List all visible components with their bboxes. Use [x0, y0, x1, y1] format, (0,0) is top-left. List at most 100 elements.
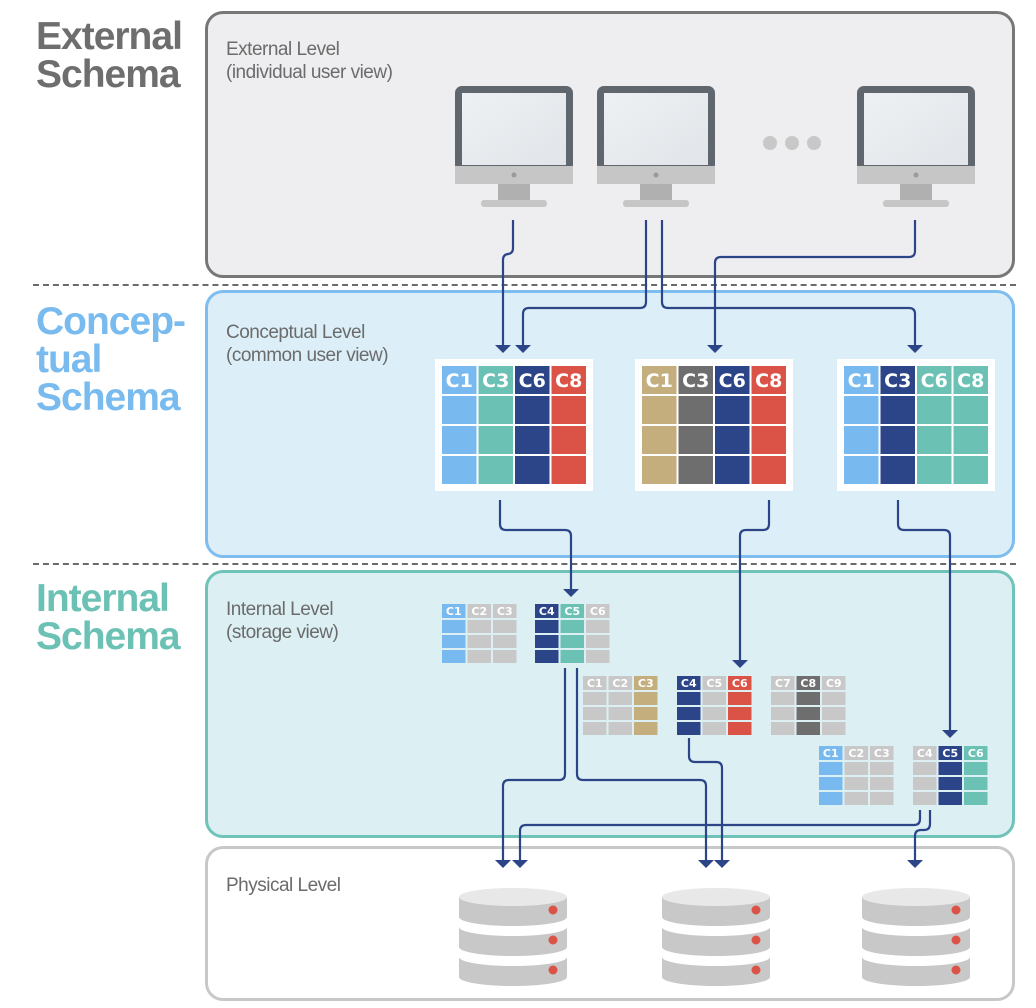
table-cell — [917, 426, 952, 454]
database-led — [951, 905, 961, 915]
column-label: C8 — [555, 370, 582, 392]
monitor-neck — [498, 184, 530, 202]
column-header — [953, 366, 988, 394]
table-cell — [586, 650, 610, 663]
internal-table: C7 C8 C9 — [771, 676, 846, 735]
monitor-base — [623, 200, 689, 207]
table-cell — [913, 792, 937, 805]
table-cell — [938, 762, 962, 775]
arrowhead — [714, 860, 730, 868]
table-cell — [677, 707, 701, 720]
column-label: C4 — [917, 747, 933, 760]
table-cell — [964, 777, 988, 790]
column-label: C3 — [482, 370, 509, 392]
table-cell — [964, 762, 988, 775]
table-cell — [678, 426, 713, 454]
table-cell — [551, 426, 586, 454]
table-cell — [796, 722, 820, 735]
column-header — [844, 746, 868, 760]
connector-line — [687, 738, 724, 860]
table-cell — [819, 777, 843, 790]
table-cell — [467, 620, 491, 633]
table-cell — [583, 722, 607, 735]
table-cell — [642, 426, 677, 454]
table-cell — [913, 762, 937, 775]
column-label: C6 — [519, 370, 546, 392]
arrowhead — [907, 860, 923, 868]
table-cell — [938, 792, 962, 805]
column-label: C8 — [800, 677, 816, 690]
label-line: Conceptual Level — [226, 322, 365, 343]
ellipsis-dot — [807, 136, 821, 150]
monitor-icon — [455, 86, 573, 207]
connector-line — [501, 668, 567, 860]
table-cell — [844, 792, 868, 805]
table-cell — [535, 635, 559, 648]
monitor-base — [481, 200, 547, 207]
table-cell — [771, 707, 795, 720]
database-led — [548, 905, 558, 915]
table-cell — [677, 722, 701, 735]
arrowhead — [707, 345, 723, 353]
column-label: C2 — [612, 677, 628, 690]
table-cell — [953, 456, 988, 484]
table-cell — [467, 650, 491, 663]
arrowhead — [907, 345, 923, 353]
column-header — [822, 676, 846, 690]
table-cell — [880, 426, 915, 454]
column-label: C4 — [539, 605, 555, 618]
column-label: C3 — [497, 605, 513, 618]
monitor-led — [653, 172, 659, 178]
connector-line — [738, 500, 771, 660]
database-icon — [459, 888, 567, 986]
database-layer-top — [459, 888, 567, 906]
column-label: C1 — [646, 370, 673, 392]
monitor-base — [883, 200, 949, 207]
table-cell — [467, 635, 491, 648]
column-label: C3 — [638, 677, 654, 690]
column-header — [870, 746, 894, 760]
column-label: C9 — [826, 677, 842, 690]
label-line: (individual user view) — [226, 62, 393, 83]
table-cell — [844, 396, 879, 424]
ellipsis-dot — [763, 136, 777, 150]
connector-line — [896, 500, 952, 730]
table-cell — [442, 426, 477, 454]
column-header — [560, 604, 584, 618]
column-label: C4 — [681, 677, 697, 690]
table-cell — [634, 692, 658, 705]
column-header — [535, 604, 559, 618]
column-header — [478, 366, 513, 394]
database-led — [548, 935, 558, 945]
column-label: C5 — [706, 677, 722, 690]
column-label: C7 — [775, 677, 791, 690]
column-header — [796, 676, 820, 690]
table-cell — [583, 707, 607, 720]
monitor-neck — [900, 184, 932, 202]
table-cell — [583, 692, 607, 705]
table-cell — [560, 635, 584, 648]
table-cell — [880, 396, 915, 424]
table-cell — [751, 426, 786, 454]
column-header — [642, 366, 677, 394]
column-label: C6 — [719, 370, 746, 392]
conceptual-level-label: Conceptual Level (common user view) — [226, 321, 389, 367]
arrowhead — [495, 345, 511, 353]
arrowhead — [495, 860, 511, 868]
external-level-label: External Level (individual user view) — [226, 38, 393, 84]
title-line: Schema — [36, 376, 181, 419]
database-led — [951, 965, 961, 975]
column-label: C1 — [823, 747, 839, 760]
external-schema-title: External Schema — [36, 17, 183, 94]
internal-schema-title: Internal Schema — [36, 579, 181, 656]
table-cell — [608, 707, 632, 720]
table-cell — [442, 456, 477, 484]
table-cell — [478, 456, 513, 484]
monitor-icon — [857, 86, 975, 207]
column-header — [913, 746, 937, 760]
schema-divider — [33, 284, 1016, 286]
